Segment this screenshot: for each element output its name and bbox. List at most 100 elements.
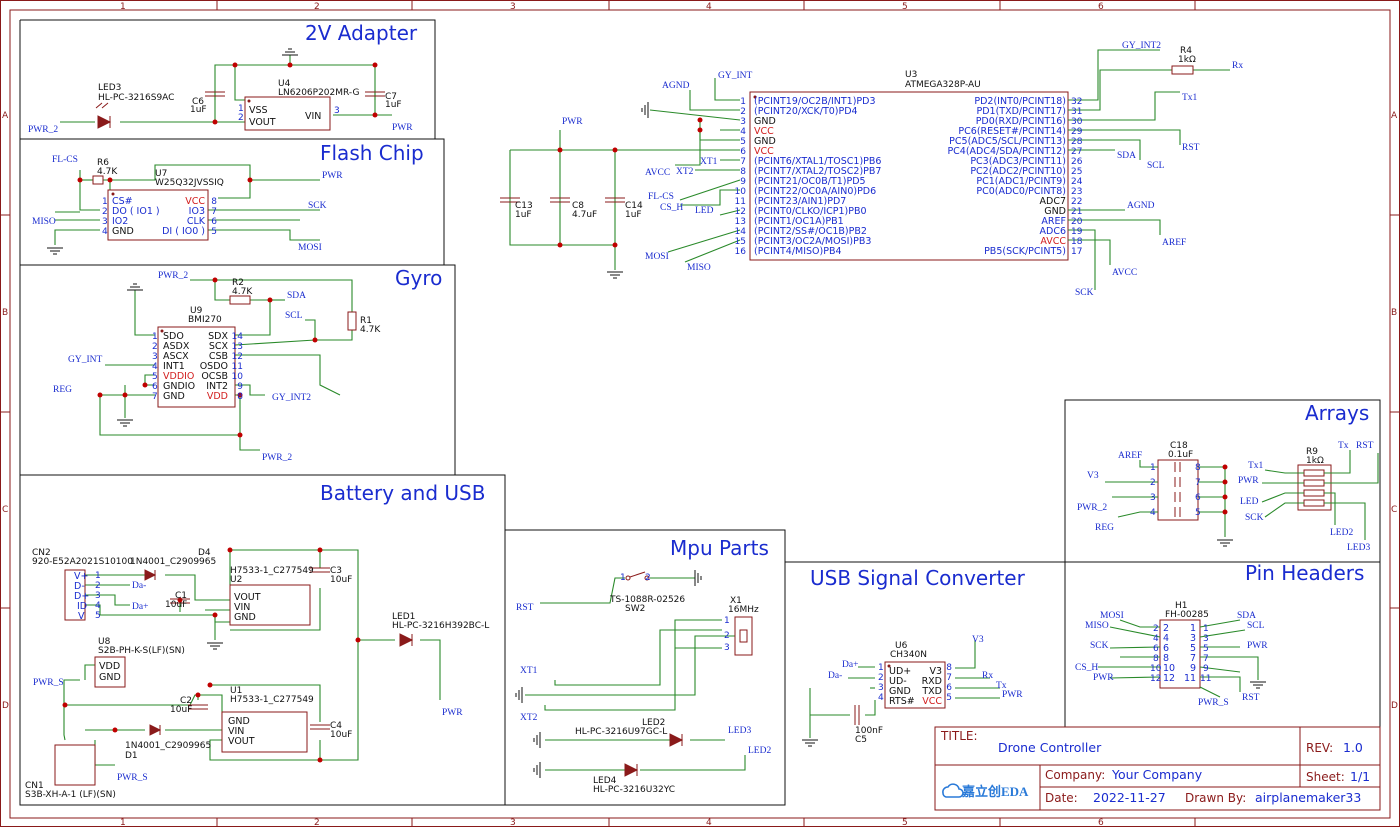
net-reg-arr: REG [1095, 523, 1114, 533]
svg-text:SDX: SDX [208, 331, 228, 342]
svg-text:A: A [2, 111, 9, 121]
svg-text:V+: V+ [74, 571, 88, 582]
u3-pin-label: GND [754, 116, 776, 127]
c8-value: 4.7uF [572, 210, 597, 220]
net-avcc-mcu: AVCC [645, 168, 670, 178]
u3-pin-number: 5 [740, 137, 746, 147]
u3-pin-label: (PCINT0/CLKO/ICP1)PB0 [754, 206, 867, 217]
svg-text:3: 3 [152, 352, 158, 362]
u6-left-pins: UD+ UD- GND RTS# 1 2 3 4 [878, 663, 915, 707]
net-pwr-usb: PWR [1002, 690, 1023, 700]
svg-text:UD-: UD- [889, 676, 907, 687]
x1-value: 16MHz [728, 605, 759, 615]
svg-text:2: 2 [95, 581, 101, 591]
led2-value: HL-PC-3216U97GC-L [575, 727, 667, 737]
u3-pin-label: GND [1044, 206, 1066, 217]
net-sck-mcu: SCK [1075, 288, 1094, 298]
net-rst-mpu: RST [516, 603, 534, 613]
led2-ref: LED2 [642, 718, 665, 728]
company-value: Your Company [1111, 767, 1203, 782]
u8-value: S2B-PH-K-S(LF)(SN) [98, 646, 185, 656]
svg-text:GND: GND [228, 716, 250, 727]
sheet-label: Sheet: [1306, 770, 1345, 784]
svg-text:5: 5 [152, 372, 158, 382]
svg-text:12: 12 [232, 352, 243, 362]
svg-text:GND: GND [163, 391, 185, 402]
u8-ref: U8 [98, 637, 111, 647]
u3-pin-label: (PCINT23/AIN1)PD7 [754, 196, 846, 207]
net-rx-mcu: Rx [1232, 61, 1243, 71]
u3-pin-label: PC2(ADC2/PCINT10) [970, 166, 1066, 177]
svg-text:1: 1 [95, 571, 101, 581]
d4-ref: D4 [198, 548, 211, 558]
svg-text:VCC: VCC [922, 696, 942, 707]
u3-pin-label: ADC6 [1040, 226, 1067, 237]
svg-text:GND: GND [112, 226, 134, 237]
u4-pin2: 2 [238, 113, 244, 123]
flash-circuit [47, 164, 320, 255]
svg-text:SCX: SCX [209, 341, 229, 352]
section-title-gyro: Gyro [395, 266, 442, 290]
c5-ref: C5 [855, 735, 867, 745]
svg-text:B: B [2, 308, 8, 318]
svg-text:6: 6 [211, 217, 217, 227]
svg-text:TXD: TXD [921, 686, 942, 697]
u3-pin-label: (PCINT20/XCK/T0)PD4 [754, 106, 858, 117]
u6-value: CH340N [890, 650, 927, 660]
u1-pins: GND VIN VOUT [228, 716, 255, 747]
section-title-adapter: 2V Adapter [305, 21, 418, 45]
c8-ref: C8 [572, 201, 584, 211]
u3-pin-number: 32 [1071, 97, 1082, 107]
c2-value: 10uF [170, 705, 192, 715]
usb-circuit [802, 640, 1000, 747]
svg-text:8: 8 [237, 392, 243, 402]
u3-pin-label: (PCINT21/OC0B/T1)PD5 [754, 176, 866, 187]
net-tx-usb: Tx [996, 681, 1007, 691]
svg-text:6: 6 [1098, 2, 1104, 12]
net-gyint2-mcu: GY_INT2 [1122, 41, 1161, 51]
u4-pin-vin: VIN [305, 111, 321, 122]
sw2-pin2: 2 [645, 573, 651, 583]
net-mosi-flash: MOSI [298, 243, 322, 253]
u3-pin-number: 12 [735, 207, 746, 217]
u9-ref: U9 [190, 306, 203, 316]
svg-text:V3: V3 [929, 666, 942, 677]
r1-value: 4.7K [360, 325, 381, 335]
net-aref-arr: AREF [1118, 451, 1142, 461]
led1-value: HL-PC-3216H392BC-L [392, 621, 489, 631]
r9-ref: R9 [1306, 447, 1318, 457]
svg-text:7: 7 [1195, 478, 1201, 488]
c1-ref: C1 [175, 591, 187, 601]
svg-text:C: C [1391, 505, 1397, 515]
net-avcc2-mcu: AVCC [1112, 268, 1137, 278]
u3-pin-label: PC1(ADC1/PCINT9) [976, 176, 1066, 187]
h1-right-pins: 1 3 5 7 9 11 1 3 5 7 9 11 [1184, 623, 1211, 684]
svg-text:2: 2 [1150, 478, 1156, 488]
svg-text:1: 1 [152, 332, 158, 342]
u4-pin1: 1 [238, 104, 244, 114]
svg-text:10: 10 [232, 372, 244, 382]
net-miso-flash: MISO [32, 217, 56, 227]
svg-text:2: 2 [1163, 623, 1169, 634]
svg-text:INT2: INT2 [206, 381, 228, 392]
u3-pin-number: 7 [740, 157, 746, 167]
sheet-value: 1/1 [1350, 769, 1370, 784]
u3-pin-label: (PCINT1/OC1A)PB1 [754, 216, 844, 227]
u3-pin-number: 13 [735, 217, 746, 227]
svg-text:2: 2 [314, 818, 320, 827]
net-daminus-usb: Da- [828, 671, 842, 681]
u1-value: H7533-1_C277549 [230, 695, 314, 705]
svg-text:5: 5 [95, 611, 101, 621]
c3-ref: C3 [330, 566, 342, 576]
svg-text:RXD: RXD [922, 676, 942, 687]
svg-text:1: 1 [1190, 623, 1196, 634]
svg-text:ID: ID [77, 601, 87, 612]
u3-pin-number: 6 [740, 147, 746, 157]
u3-pin-number: 1 [740, 97, 746, 107]
svg-text:1: 1 [1203, 624, 1209, 634]
net-led3-arr: LED3 [1347, 543, 1370, 553]
u3-pin-label: VCC [754, 146, 774, 157]
x1-pin1: 1 [724, 616, 730, 626]
